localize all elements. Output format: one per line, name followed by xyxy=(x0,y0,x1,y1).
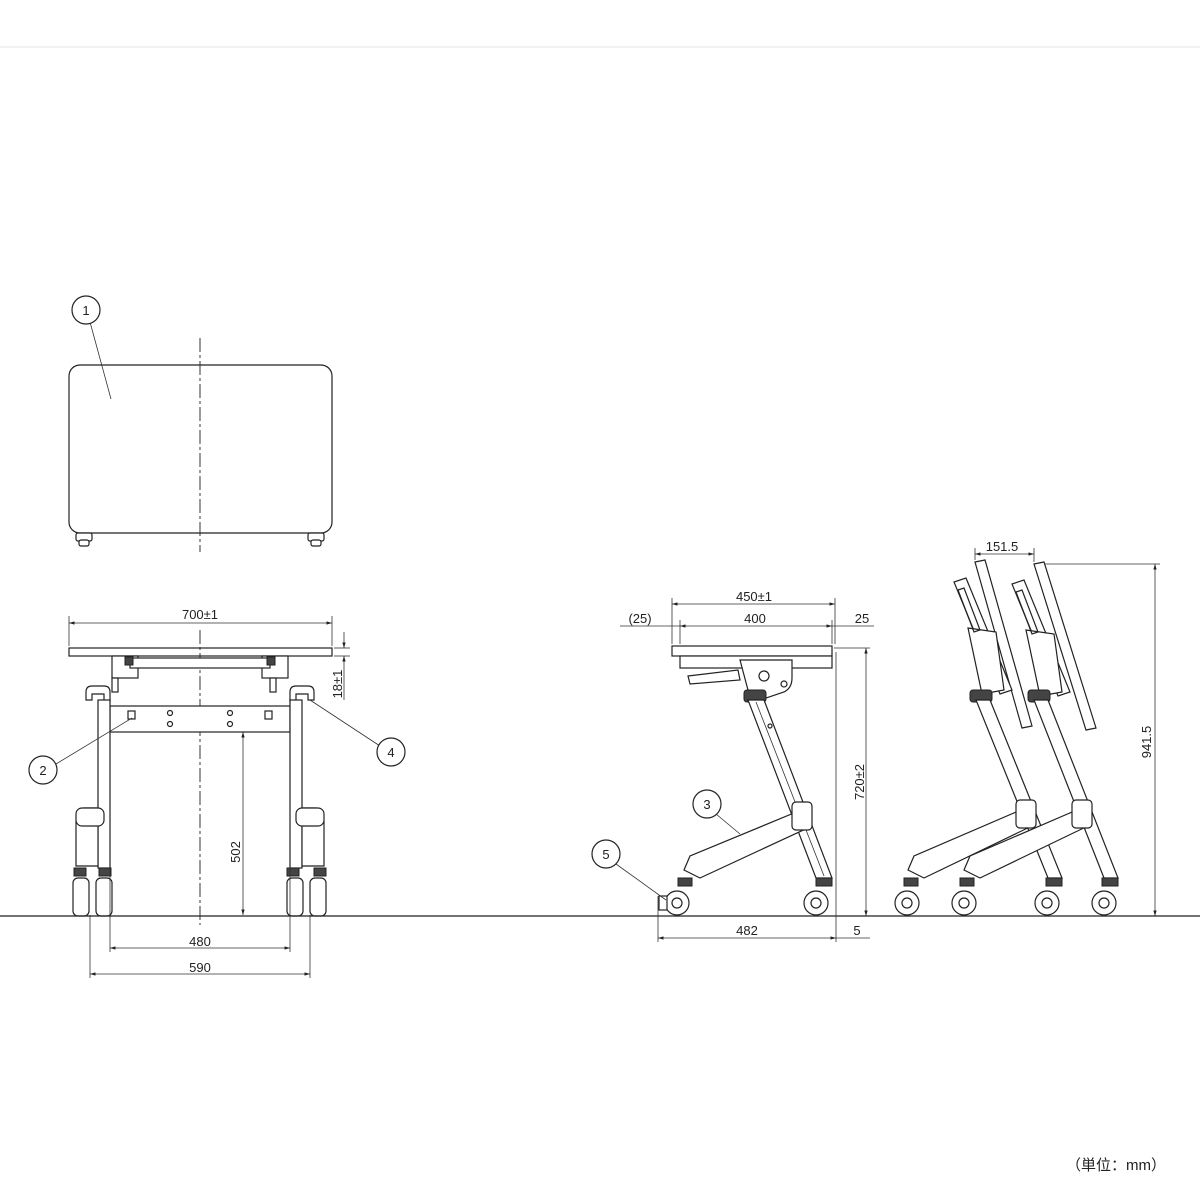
front-caster-collar xyxy=(73,867,87,877)
crossbar-bolt xyxy=(226,720,234,728)
front-hinge-plate xyxy=(129,657,271,669)
leader-1 xyxy=(89,321,112,400)
side-base-joint xyxy=(791,801,813,831)
leader-2 xyxy=(55,717,133,765)
side-caster-hub xyxy=(810,897,822,909)
crossbar-end-cap-left xyxy=(127,710,136,720)
caster-plan-right-wheel xyxy=(310,539,322,547)
dim-941-5-label: 941.5 xyxy=(1139,726,1154,759)
balloon-2-label: 2 xyxy=(39,763,46,778)
side-view: 450±1 400 (25) 25 720±2 482 5 3 5 xyxy=(591,589,874,942)
front-clip-right xyxy=(269,677,277,693)
crossbar-bolt xyxy=(166,720,174,728)
folded-caster-hub xyxy=(1041,897,1053,909)
dim-720-label: 720±2 xyxy=(852,764,867,800)
side-caster-collar-rear xyxy=(815,877,833,887)
folded-tabletop xyxy=(1033,561,1097,731)
folded-caster-collar xyxy=(903,877,919,887)
balloon-3 xyxy=(692,789,722,819)
folded-caster-hub xyxy=(1098,897,1110,909)
front-clip-left xyxy=(111,677,119,693)
side-release-lever xyxy=(687,669,741,685)
side-hinge-pivot xyxy=(758,670,770,682)
balloon-5-label: 5 xyxy=(602,847,609,862)
folded-caster-collar xyxy=(1045,877,1063,887)
bag-hook-left xyxy=(85,685,111,703)
folded-caster-hub xyxy=(958,897,970,909)
folded-lever xyxy=(957,587,981,633)
balloon-2 xyxy=(28,755,58,785)
crossbar-bolt xyxy=(166,709,174,717)
front-caster-collar xyxy=(313,867,327,877)
dim-400-label: 400 xyxy=(744,611,766,626)
crossbar-end-cap-right xyxy=(264,710,273,720)
front-caster-wheel xyxy=(309,877,327,917)
dim-25-paren-label: (25) xyxy=(628,611,651,626)
balloon-4-label: 4 xyxy=(387,745,394,760)
folded-base-joint xyxy=(1015,799,1037,829)
folded-caster-wheel xyxy=(1091,890,1117,916)
folded-caster-wheel xyxy=(951,890,977,916)
balloon-5 xyxy=(591,839,621,869)
dim-450-label: 450±1 xyxy=(736,589,772,604)
front-base-left-end xyxy=(75,807,105,827)
side-tabletop xyxy=(671,645,833,657)
front-leg-left xyxy=(97,699,111,869)
front-base-right-end xyxy=(295,807,325,827)
dim-502-label: 502 xyxy=(228,841,243,863)
crossbar-bolt xyxy=(226,709,234,717)
side-main-leg-inner xyxy=(755,701,825,877)
front-caster-collar xyxy=(98,867,112,877)
side-leg-bolt xyxy=(767,723,773,729)
leader-4 xyxy=(309,699,381,747)
side-caster-hub xyxy=(671,897,683,909)
leader-5 xyxy=(615,863,667,901)
folded-tabletop xyxy=(974,559,1033,729)
front-caster-collar xyxy=(286,867,300,877)
dim-151-5-label: 151.5 xyxy=(986,539,1019,554)
tabletop-plan-outline xyxy=(68,364,333,534)
folded-lever xyxy=(1015,589,1039,635)
balloon-1 xyxy=(71,295,101,325)
dim-700-label: 700±1 xyxy=(182,607,218,622)
side-caster-collar-front xyxy=(677,877,693,887)
unit-note: （単位：mm） xyxy=(1066,1157,1166,1174)
balloon-4 xyxy=(376,737,406,767)
balloon-3-label: 3 xyxy=(703,797,710,812)
front-hinge-pin-right xyxy=(266,656,276,666)
caster-plan-left-wheel xyxy=(78,539,90,547)
dim-5-label: 5 xyxy=(853,923,860,938)
side-stopper xyxy=(658,895,668,911)
nested-view: 151.5 941.5 xyxy=(894,539,1160,916)
balloon-1-label: 1 xyxy=(82,303,89,318)
folded-base-joint xyxy=(1071,799,1093,829)
dim-590-label: 590 xyxy=(189,960,211,975)
bag-hook-right xyxy=(289,685,315,703)
dim-482-label: 482 xyxy=(736,923,758,938)
folded-hinge xyxy=(967,627,1005,695)
folded-caster-hub xyxy=(901,897,913,909)
folded-caster-wheel xyxy=(1034,890,1060,916)
front-leg-right xyxy=(289,699,303,869)
front-crossbar xyxy=(109,705,291,733)
side-caster-wheel-rear xyxy=(803,890,829,916)
top-view: 1 xyxy=(68,295,333,552)
dim-25-label: 25 xyxy=(855,611,869,626)
side-hinge-pivot xyxy=(780,680,788,688)
front-caster-wheel xyxy=(286,877,304,917)
front-hinge-pin-left xyxy=(124,656,134,666)
dim-18-label: 18±1 xyxy=(330,670,345,699)
side-caster-wheel-front xyxy=(664,890,690,916)
dim-480-label: 480 xyxy=(189,934,211,949)
folded-table-2 xyxy=(951,561,1119,916)
front-caster-wheel xyxy=(72,877,90,917)
folded-caster-wheel xyxy=(894,890,920,916)
front-view: 700±1 18±1 502 480 590 2 4 xyxy=(28,607,406,978)
folded-caster-collar xyxy=(959,877,975,887)
leader-3 xyxy=(715,813,741,835)
front-tabletop xyxy=(68,647,333,657)
folded-hinge xyxy=(1025,629,1063,697)
folded-caster-collar xyxy=(1101,877,1119,887)
